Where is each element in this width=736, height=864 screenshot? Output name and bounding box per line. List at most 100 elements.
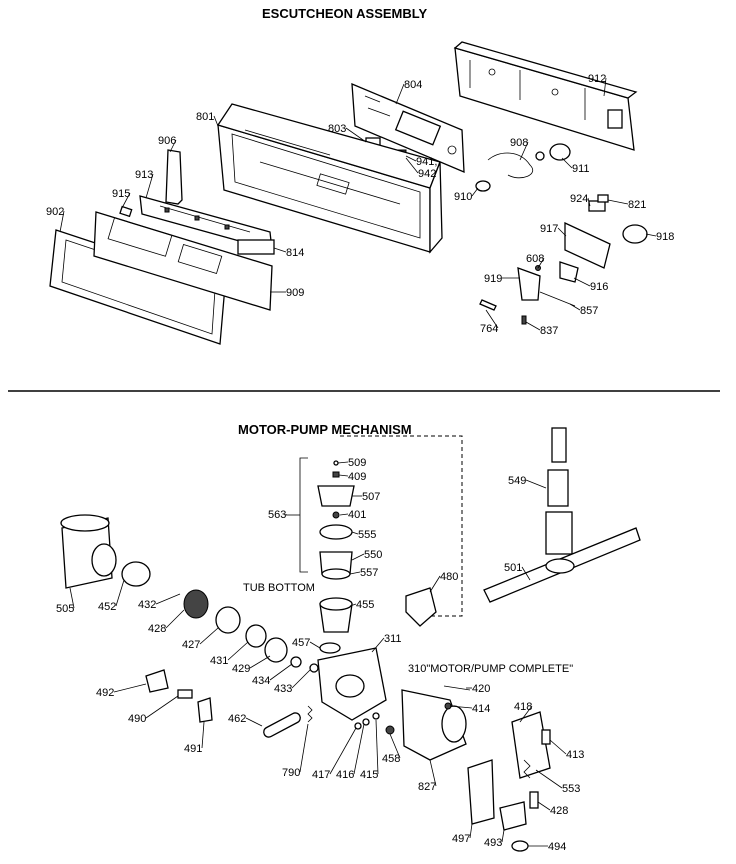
leader-941 [405,155,417,162]
leader-857 [569,303,581,311]
callout-455: 455 [356,599,374,611]
part-417 [354,722,362,730]
callout-910: 910 [454,191,472,203]
leader-764 [485,309,499,329]
part-457 [319,642,341,654]
callout-505: 505 [56,603,74,615]
part-507 [317,485,355,507]
leader-902 [59,210,65,233]
part-491 [197,697,213,723]
dashed-outline [340,435,463,617]
callout-509: 509 [348,457,366,469]
callout-492: 492 [96,687,114,699]
callout-431: 431 [210,655,228,667]
callout-902: 902 [46,206,64,218]
leader-908 [519,141,529,161]
callout-491: 491 [184,743,202,755]
leader-801 [213,115,219,127]
title-escutcheon: ESCUTCHEON ASSEMBLY [262,6,428,21]
leader-428a [165,609,185,629]
leader-924 [587,197,591,207]
callout-420: 420 [472,683,490,695]
callout-913: 913 [135,169,153,181]
leader-917 [557,227,567,237]
leader-413 [549,739,567,755]
leader-462 [245,717,263,727]
callout-804: 804 [404,79,422,91]
callout-434: 434 [252,675,270,687]
callout-821: 821 [628,199,646,211]
leader-493 [501,829,505,843]
leader-837 [525,321,541,331]
callout-827: 827 [418,781,436,793]
callout-501: 501 [504,562,522,574]
bracket-563 [299,457,308,573]
part-790-spring [307,705,313,723]
leader-550 [351,553,365,561]
leader-418 [519,705,533,723]
leader-814 [273,247,287,253]
leader-557 [349,571,361,575]
leader-452 [115,579,125,607]
callout-915: 915 [112,188,130,200]
part-821 [597,194,609,203]
part-434 [290,656,302,668]
callout-429: 429 [232,663,250,675]
leader-432 [155,593,181,605]
part-917-plate [564,221,611,269]
callout-417: 417 [312,769,330,781]
label-tub-bottom: TUB BOTTOM [243,582,315,594]
callout-908: 908 [510,137,528,149]
leader-549 [525,479,547,489]
callout-418: 418 [514,701,532,713]
callout-906: 906 [158,135,176,147]
part-801-panel [216,103,443,254]
leader-434 [269,663,293,681]
leader-918 [645,233,657,237]
leader-417 [329,727,357,775]
callout-801: 801 [196,111,214,123]
part-549-tube [545,427,573,555]
part-764 [479,299,497,311]
callout-427: 427 [182,639,200,651]
part-497 [467,759,495,825]
part-910-knob [475,180,491,192]
callout-555: 555 [358,529,376,541]
part-418 [511,711,551,779]
title-motor-pump: MOTOR-PUMP MECHANISM [238,422,412,437]
part-490 [177,689,193,699]
callout-462: 462 [228,713,246,725]
part-804-board [351,82,465,174]
leader-401 [339,513,349,516]
part-480 [405,587,437,627]
leader-497 [469,823,473,839]
leader-416 [353,723,365,775]
callout-409: 409 [348,471,366,483]
leader-553 [535,769,563,789]
part-557 [321,568,351,580]
part-492 [145,669,169,693]
callout-608: 608 [526,253,544,265]
leader-491 [201,721,205,749]
callout-912: 912 [588,73,606,85]
part-909-overlay [93,211,273,311]
callout-433: 433 [274,683,292,695]
callout-493: 493 [484,837,502,849]
callout-909: 909 [286,287,304,299]
part-509 [333,460,339,466]
part-837 [521,315,527,325]
leader-804 [395,83,405,105]
callout-911: 911 [572,163,590,175]
leader-429 [249,655,271,669]
label-motor-pump-complete: 310"MOTOR/PUMP COMPLETE" [408,663,573,675]
part-493 [499,801,527,831]
callout-942: 942 [418,168,436,180]
callout-557: 557 [360,567,378,579]
callout-563: 563 [268,509,286,521]
callout-916: 916 [590,281,608,293]
callout-414: 414 [472,703,490,715]
callout-941: 941, [416,156,437,168]
leader-509 [337,461,349,464]
